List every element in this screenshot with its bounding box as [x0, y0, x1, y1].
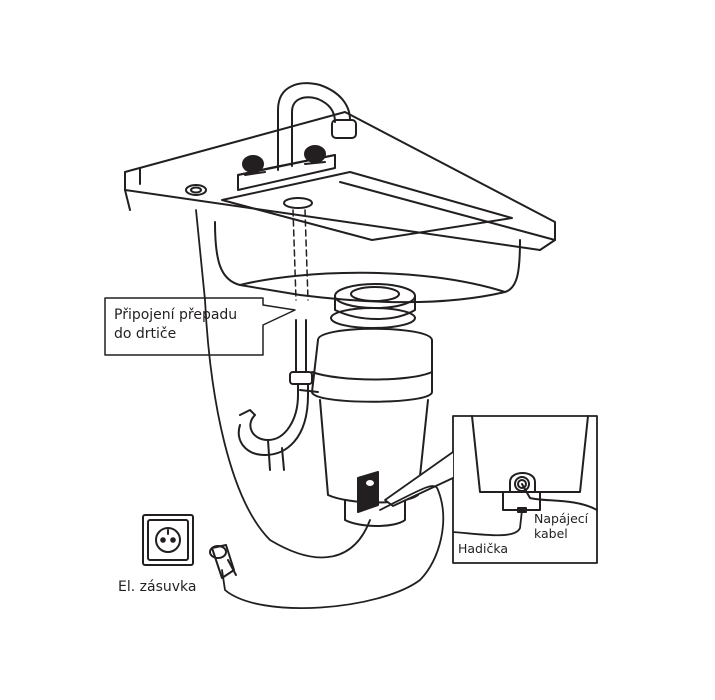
power-plug — [209, 544, 237, 579]
overflow-pipe — [237, 209, 319, 471]
overflow-connection-line2: do drtiče — [114, 326, 177, 342]
power-cable-label: Napájecí kabel — [534, 511, 588, 541]
power-socket — [142, 514, 194, 566]
disposer-unit — [311, 283, 433, 527]
hose-label: Hadička — [458, 541, 509, 556]
faucet — [237, 82, 357, 191]
overflow-connection-label: Připojení přepadu do drtiče — [114, 306, 237, 344]
socket-label: El. zásuvka — [118, 579, 197, 595]
power-cable-line1: Napájecí — [534, 511, 589, 526]
inset-detail-box — [384, 415, 598, 564]
overflow-connection-line1: Připojení přepadu — [114, 307, 238, 323]
cords — [195, 209, 445, 609]
power-cable-line2: kabel — [534, 526, 568, 541]
callout-box — [104, 297, 296, 356]
sink-basin — [185, 171, 521, 304]
countertop — [124, 111, 556, 251]
